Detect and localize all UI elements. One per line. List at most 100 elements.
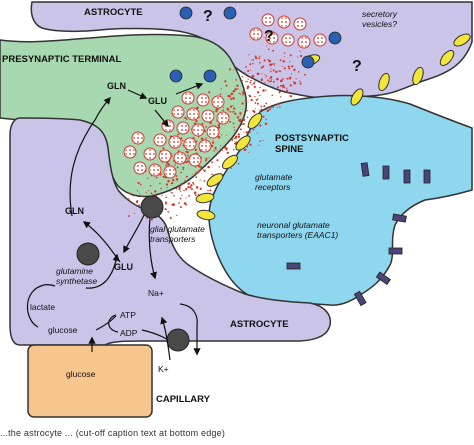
glutamate-molecule [164,201,168,204]
glutamate-molecule [304,73,307,76]
glutamate-molecule [297,56,299,58]
secretory-vesicle-dots [267,33,277,43]
glutamate-molecule [202,169,205,171]
glutamate-molecule [255,56,258,60]
glutamate-molecule [249,76,251,78]
glutamate-molecule [172,203,176,206]
glutamate-molecule [173,194,175,197]
glutamate-molecule [222,106,225,109]
glutamate-molecule [247,69,250,72]
glutamate-molecule [171,192,173,194]
glutamate-molecule [205,126,207,128]
glutamate-molecule [271,94,273,97]
glutamate-molecule [182,168,184,171]
glutamate-molecule [231,139,234,141]
glutamate-molecule [218,166,220,168]
synaptic-vesicle-dots [198,95,208,105]
glutamate-molecule [279,106,281,108]
glutamate-molecule [269,81,271,83]
glutamate-molecule [178,202,180,204]
glutamate-molecule [233,137,236,140]
glutamate-molecule [185,118,188,121]
glutamate-molecule [270,70,272,73]
glutamate-molecule [258,144,260,146]
glutamate-molecule [260,66,263,69]
secretory-vesicle-dots [299,37,309,47]
atp-label: ATP [120,310,136,320]
glutamate-molecule [265,102,268,105]
glutamate-molecule [260,105,263,108]
glutamate-molecule [218,126,221,129]
glutamate-molecule [260,108,263,111]
astrocyte-bottom-label: ASTROCYTE [230,319,289,330]
synaptic-vesicle-dots [150,165,160,175]
glutamate-molecule [262,115,265,118]
synaptic-vesicle-dots [133,133,143,143]
glutamate-molecule [167,179,170,183]
glial-transporter [140,195,164,219]
glutamate-molecule [189,186,192,189]
glutamate-molecule [161,194,163,196]
synaptic-vesicle-dots [160,151,170,161]
glutamate-molecule [250,98,253,102]
arrow-gln-to-glu [127,89,148,99]
glutamate-molecule [244,99,248,102]
glutamate-molecule [264,82,266,84]
glutamate-molecule [247,81,249,83]
glutamate-molecule [229,105,233,108]
glutamate-molecule [287,91,290,94]
glutamate-molecule [235,79,237,81]
glutamate-molecule [233,126,235,128]
glutamate-molecule [252,109,255,113]
synaptic-vesicle-dots [135,163,145,173]
glutamate-molecule [199,169,201,171]
glutamate-molecule [215,148,217,151]
synaptic-vesicle-dots [155,135,165,145]
glutamate-molecule [272,80,275,83]
blue-vesicles-group [169,6,342,83]
na-plus-label: Na+ [148,288,164,298]
glutamate-molecule [248,94,251,97]
glutamate-receptor [439,50,455,66]
glutamate-molecule [230,167,232,169]
glutamate-receptor [196,209,216,221]
glutamate-molecule [198,116,200,119]
glutamate-molecule [194,166,197,168]
arrow-glucose-to-lactate-loop [26,255,117,328]
glutamate-molecule [211,141,215,144]
glutamate-molecule [172,179,175,182]
glutamate-molecule [289,84,292,87]
glutamate-molecule [224,80,227,83]
glutamate-molecule [242,118,246,121]
glutamate-molecule [190,184,193,187]
glutamate-molecule [178,186,181,189]
secretory-vesicle-dots [263,15,273,25]
lactate-label: lactate [30,302,55,312]
glutamate-molecule [257,98,259,100]
glucose-astrocyte-label: glucose [48,325,78,335]
synaptic-vesicle-dots [145,149,155,159]
glutamate-molecule [237,162,240,165]
glutamate-molecule [195,186,199,189]
glutamate-molecule [234,137,237,139]
blue-vesicle [179,6,193,20]
glutamate-molecule [259,55,261,57]
glu-astrocyte-label: GLU [114,262,133,272]
glutamate-molecule [205,159,207,162]
glutamate-molecule [203,180,206,182]
glutamate-molecule [282,85,285,88]
glutamate-molecule [194,194,197,196]
glutamate-molecule [259,124,262,127]
glutamate-molecule [225,146,227,148]
glutamate-molecule [253,85,256,89]
glutamate-molecule [212,140,214,142]
arrow-adp-to-pump [141,329,169,341]
glutamate-molecule [183,202,187,205]
glutamate-molecule [204,170,206,173]
glutamate-molecule [266,45,268,47]
glutamate-molecule [217,124,221,127]
glutamate-molecule [209,189,212,192]
eaac1-transporter [392,213,407,223]
glutamate-molecule [254,80,256,83]
